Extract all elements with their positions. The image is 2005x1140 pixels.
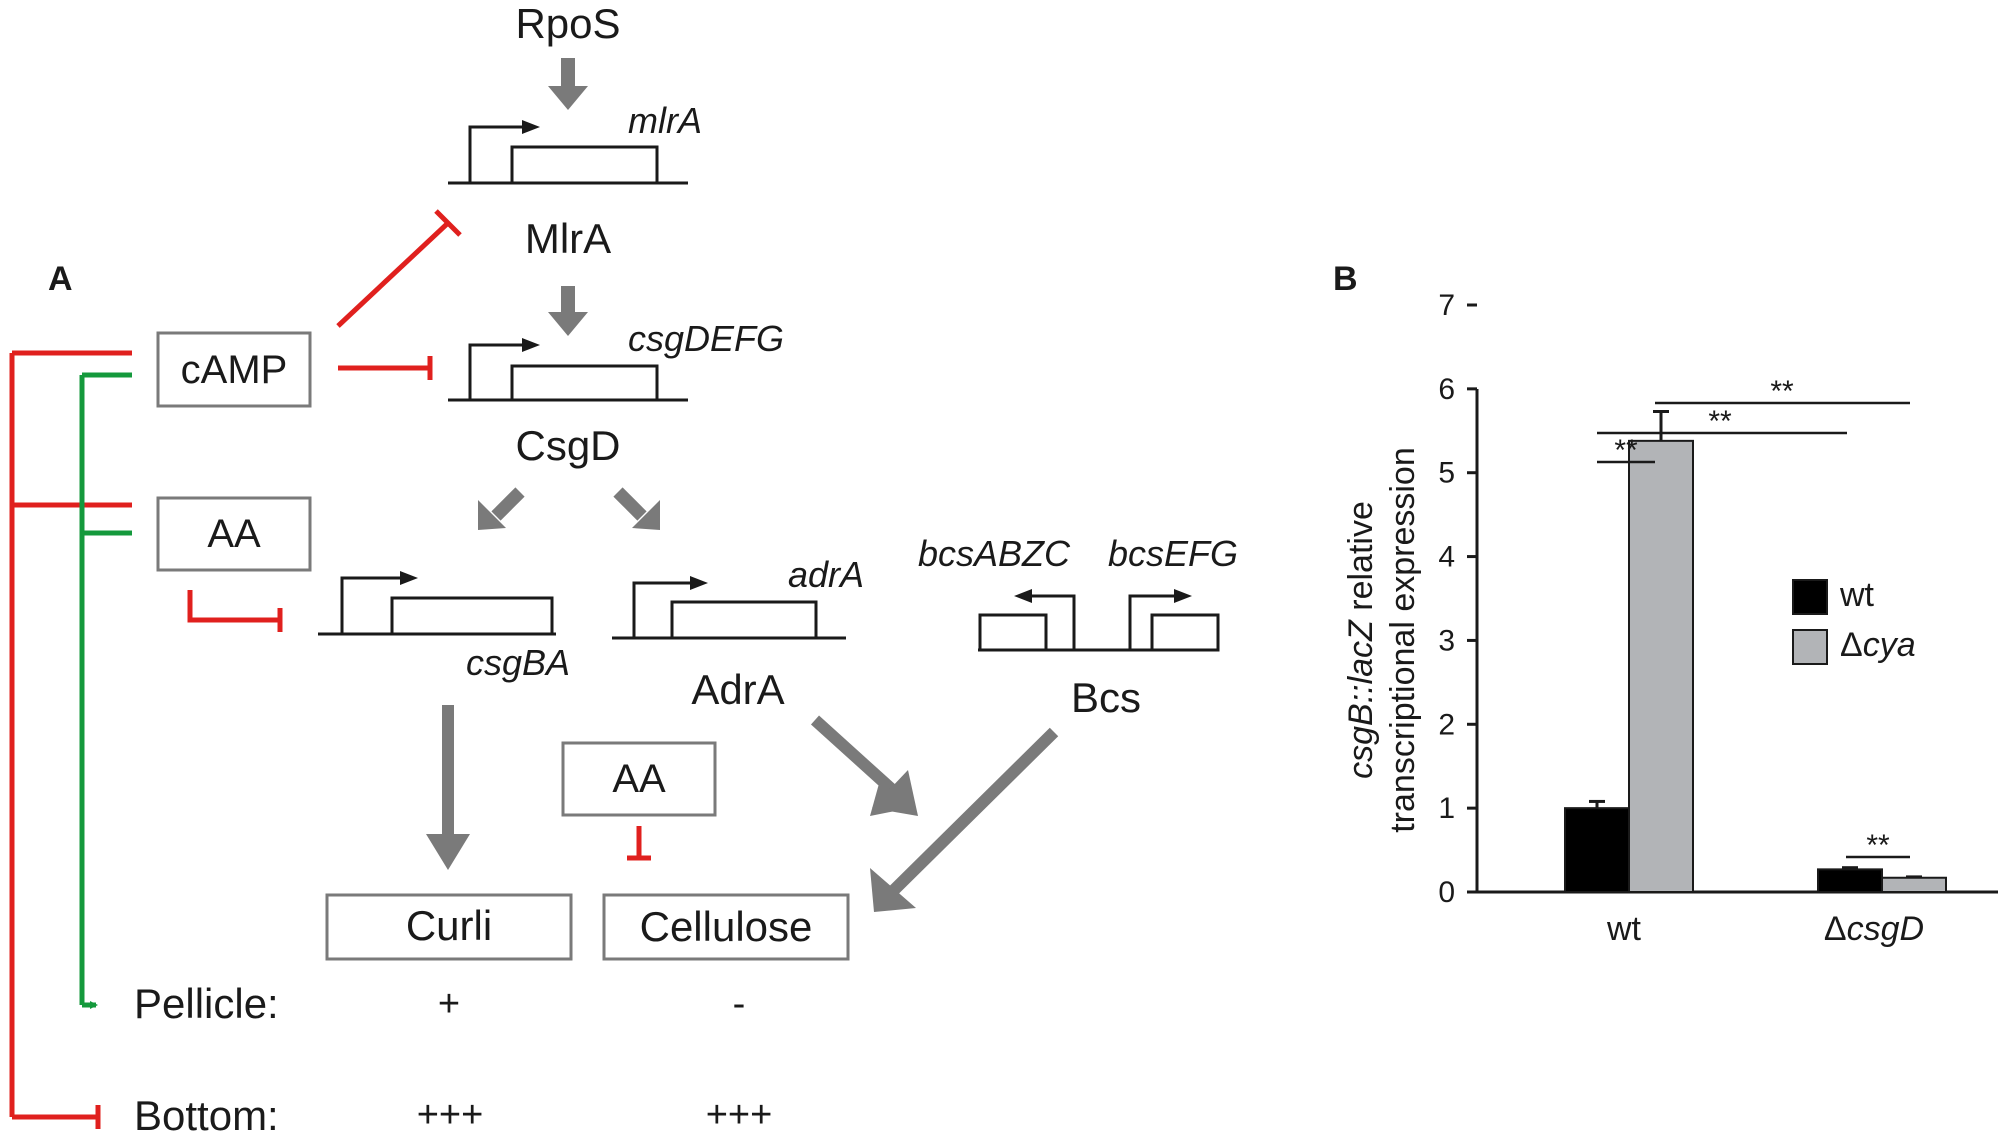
- bcsabzc-gene-label: bcsABZC: [918, 533, 1071, 574]
- bar-wt-0: [1564, 807, 1630, 894]
- activation-arrow-csgd-left: [478, 487, 525, 530]
- curli-label: Curli: [406, 902, 492, 949]
- legend-label-cya: Δcya: [1840, 626, 1916, 664]
- y-tick-label: 0: [1438, 876, 1455, 909]
- panel-b-label: B: [1333, 260, 1358, 298]
- bottom-curli-value: +++: [417, 1094, 484, 1136]
- legend-label-cya-delta: Δ: [1840, 626, 1863, 664]
- camp-label: cAMP: [181, 348, 288, 392]
- adra-protein-label: AdrA: [691, 666, 784, 713]
- inhibition-camp-mlra: [336, 209, 462, 328]
- adra-gene-diagram: [612, 576, 846, 640]
- legend-swatch-cya: [1792, 629, 1828, 665]
- y-axis-label-line2: transcriptional expression: [1384, 447, 1422, 833]
- significance-csgd-pair: **: [1846, 829, 1910, 862]
- aa-box-left: [156, 496, 312, 572]
- sig-label-4: **: [1866, 829, 1890, 862]
- y-tick-label: 4: [1438, 541, 1455, 574]
- activation-arrow-csgba-curli: [426, 705, 470, 870]
- activation-arrow-adra-cellulose: [810, 715, 918, 816]
- significance-wt-vs-csgd: **: [1597, 405, 1847, 438]
- bar-cya-0: [1628, 439, 1694, 893]
- bars: [1564, 409, 1947, 894]
- legend-label-cya-italic: cya: [1863, 626, 1916, 664]
- csgd-protein-label: CsgD: [515, 422, 620, 469]
- csgdefg-gene-diagram: [448, 338, 688, 402]
- y-tick-label: 2: [1438, 708, 1455, 741]
- mlra-gene-diagram: [448, 120, 688, 185]
- activation-arrow-csgd-right: [613, 487, 660, 530]
- y-tick-label: 3: [1438, 624, 1455, 657]
- sig-label-1: **: [1614, 434, 1638, 467]
- csgba-gene-diagram: [318, 571, 556, 636]
- bar-wt-1: [1817, 868, 1883, 894]
- curli-box: [325, 893, 573, 961]
- sig-label-2: **: [1708, 405, 1732, 438]
- activation-arrow-rpos: [548, 58, 588, 110]
- x-tick-csgd-italic: csgD: [1847, 910, 1924, 948]
- x-tick-csgd: ΔcsgD: [1824, 910, 1924, 948]
- y-axis-label-italic: csgB::lacZ: [1342, 619, 1380, 779]
- x-tick-csgd-delta: Δ: [1824, 910, 1847, 948]
- bar-cya-1: [1881, 876, 1947, 893]
- legend-label-wt: wt: [1839, 576, 1875, 614]
- significance-wt-vs-cya: **: [1597, 434, 1655, 467]
- bcs-gene-diagram: [978, 589, 1220, 652]
- mlra-protein-label: MlrA: [525, 215, 611, 262]
- activation-arrow-bcs-cellulose: [870, 727, 1059, 912]
- cellulose-box: [602, 893, 850, 961]
- green-bracket-pellicle: [79, 372, 132, 1009]
- bottom-cellulose-value: +++: [706, 1094, 773, 1136]
- y-tick-label: 5: [1438, 457, 1455, 490]
- red-bracket-bottom: [9, 350, 132, 1129]
- aa-label-center: AA: [612, 757, 666, 801]
- bottom-label: Bottom:: [134, 1092, 279, 1139]
- legend-swatch-wt: [1792, 579, 1828, 615]
- bcs-protein-label: Bcs: [1071, 674, 1141, 721]
- y-tick-label: 1: [1438, 792, 1455, 825]
- csgdefg-gene-label: csgDEFG: [628, 318, 784, 359]
- inhibition-aa-cellulose: [627, 826, 651, 861]
- svg-text:csgB::lacZ relative: csgB::lacZ relative: [1342, 501, 1380, 779]
- csgba-gene-label: csgBA: [466, 642, 570, 683]
- pellicle-cellulose-value: -: [733, 983, 746, 1025]
- aa-label-left: AA: [207, 512, 261, 556]
- camp-box: [156, 331, 312, 408]
- pellicle-curli-value: +: [438, 983, 460, 1025]
- sig-label-3: **: [1770, 375, 1794, 408]
- inhibition-aa-csgba: [187, 590, 283, 632]
- aa-box-center: [561, 741, 717, 817]
- y-ticks: 0 1 2 3 4 5 6 7: [1438, 289, 1477, 909]
- y-tick-label: 7: [1438, 289, 1455, 322]
- mlra-gene-label: mlrA: [628, 100, 702, 141]
- rpos-label: RpoS: [515, 0, 620, 47]
- y-tick-label: 6: [1438, 373, 1455, 406]
- panel-a-label: A: [48, 260, 73, 298]
- y-axis-label: csgB::lacZ relative transcriptional expr…: [1342, 447, 1422, 833]
- chart-legend: wt Δcya: [1792, 576, 1916, 665]
- x-tick-wt: wt: [1606, 910, 1642, 948]
- bcsefg-gene-label: bcsEFG: [1108, 533, 1238, 574]
- pellicle-label: Pellicle:: [134, 980, 279, 1027]
- inhibition-camp-csgdefg: [338, 356, 433, 380]
- activation-arrow-mlra: [548, 286, 588, 336]
- adra-gene-label: adrA: [788, 554, 864, 595]
- y-axis-label-rest: relative: [1342, 501, 1380, 620]
- cellulose-label: Cellulose: [640, 903, 813, 950]
- significance-cya-vs-csgd: **: [1655, 375, 1910, 408]
